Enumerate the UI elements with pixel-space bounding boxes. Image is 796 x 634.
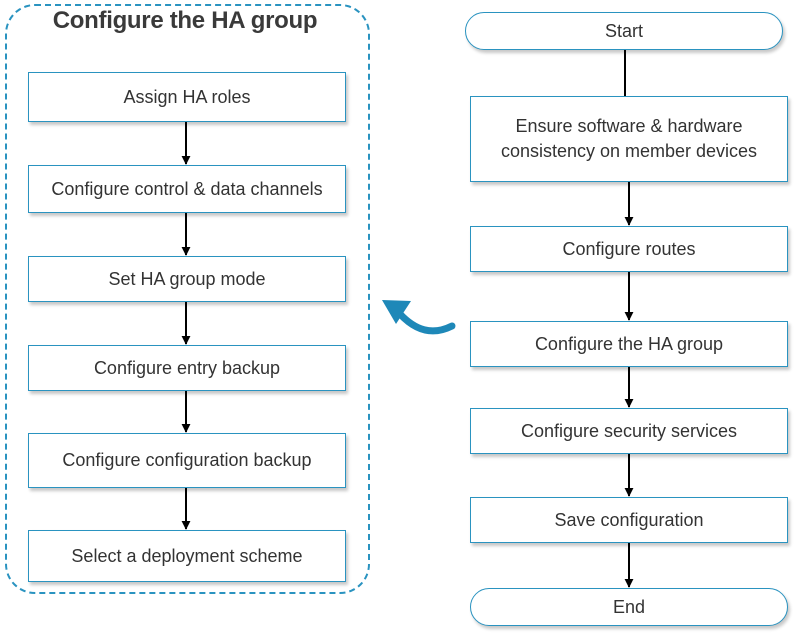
step-select-deployment-scheme: Select a deployment scheme [28, 530, 346, 582]
step-configure-entry-backup: Configure entry backup [28, 345, 346, 391]
flow-configure-ha-group: Configure the HA group [470, 321, 788, 367]
flow-configure-security-services: Configure security services [470, 408, 788, 454]
flow-save-configuration: Save configuration [470, 497, 788, 543]
flow-start: Start [465, 12, 783, 50]
expand-callout-arrow-icon [382, 300, 456, 335]
step-configure-channels: Configure control & data channels [28, 165, 346, 213]
ha-group-expansion-frame [5, 4, 370, 594]
flow-configure-routes: Configure routes [470, 226, 788, 272]
step-set-ha-group-mode: Set HA group mode [28, 256, 346, 302]
ha-group-title: Configure the HA group [52, 7, 318, 34]
step-assign-ha-roles: Assign HA roles [28, 72, 346, 122]
flow-ensure-consistency: Ensure software & hardware consistency o… [470, 96, 788, 182]
step-configure-configuration-backup: Configure configuration backup [28, 433, 346, 488]
flow-end: End [470, 588, 788, 626]
